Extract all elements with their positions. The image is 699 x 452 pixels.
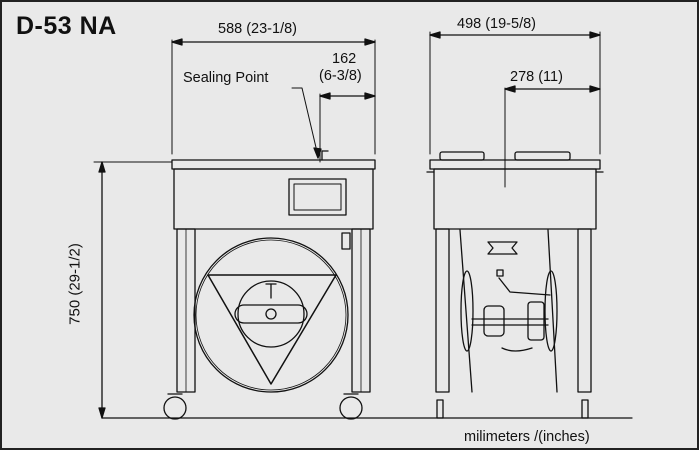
- sealing-offset-mm: 162: [332, 51, 357, 67]
- side-offset-dimension: 278 (11): [510, 69, 563, 85]
- sealing-offset-in: (6-3/8): [319, 68, 362, 84]
- side-view: [426, 151, 604, 419]
- front-width-dimension: 588 (23-1/8): [218, 21, 297, 37]
- dimension-lines: [93, 31, 601, 419]
- model-title: D-53 NA: [16, 12, 117, 40]
- side-depth-dimension: 498 (19-5/8): [457, 16, 536, 32]
- sealing-point-label: Sealing Point: [183, 70, 269, 86]
- height-dimension: 750 (29-1/2): [66, 243, 84, 325]
- front-view: [163, 150, 376, 420]
- units-label: milimeters /(inches): [464, 429, 590, 445]
